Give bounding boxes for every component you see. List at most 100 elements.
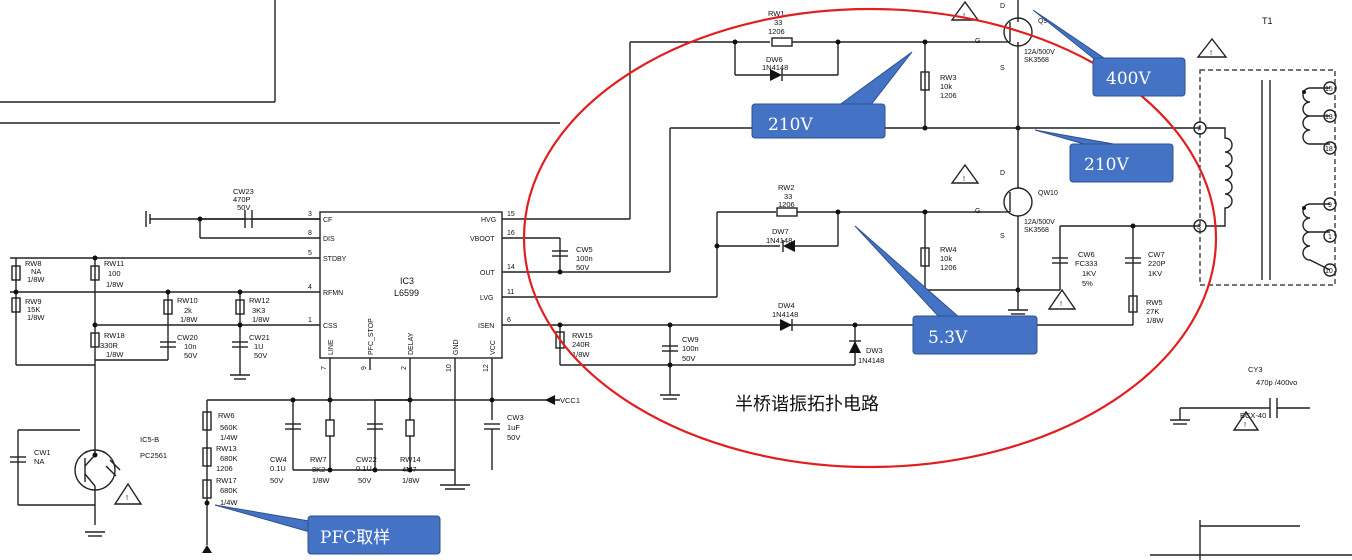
- cw20-voltage: 50V: [184, 351, 197, 360]
- pin-name: LVG: [480, 295, 494, 302]
- current-sense-network: RW15 240R 1/8W CW9 100n 50V DW4 1N4148 D…: [555, 301, 884, 400]
- callout-pfc: PFC取样: [214, 504, 441, 555]
- dw3-label: DW3: [866, 346, 883, 355]
- cw6-tolerance: 5%: [1082, 279, 1093, 288]
- rw8-value: NA: [31, 267, 41, 276]
- warning-icon: !: [1047, 288, 1077, 310]
- warning-mark: !: [126, 493, 128, 502]
- callout-210v-right: 210V: [1034, 129, 1174, 183]
- pin-name: VCC: [490, 340, 497, 355]
- ic3-l6599: IC3 L6599 3 CF 8 DIS 5 STDBY 4 RFMN 1 CS…: [10, 211, 717, 485]
- cw23-label: CW23: [233, 187, 254, 196]
- callout-210v-right-text: 210V: [1084, 155, 1129, 175]
- pin-name: DIS: [323, 236, 335, 243]
- callout-5v3-text: 5.3V: [928, 328, 968, 348]
- dw4-part: 1N4148: [772, 310, 798, 319]
- t1-pin: 7: [1197, 126, 1201, 133]
- pin-name: CSS: [323, 323, 338, 330]
- warning-icon: !: [1232, 410, 1260, 431]
- pin-num: 11: [507, 289, 514, 296]
- cy3-label: CY3: [1248, 365, 1263, 374]
- rw1-label: RW1: [768, 9, 785, 18]
- cw7-label: CW7: [1148, 250, 1165, 259]
- pin-name: HVG: [481, 217, 496, 224]
- cw3-label: CW3: [507, 413, 524, 422]
- highlight-ellipse: [522, 7, 1218, 469]
- rw1-package: 1206: [768, 27, 785, 36]
- cw23-voltage: 50V: [237, 203, 250, 212]
- rw3-package: 1206: [940, 91, 957, 100]
- callout-400v-text: 400V: [1106, 69, 1151, 89]
- ic-name: IC3: [400, 276, 414, 286]
- pin-num: 5: [308, 250, 312, 257]
- pin-num: 4: [308, 284, 312, 291]
- cw3-value: 1uF: [507, 423, 520, 432]
- vcc1-label: VCC1: [560, 396, 580, 405]
- warning-icon: !: [113, 482, 143, 505]
- circuit-caption: 半桥谐振拓扑电路: [735, 394, 879, 415]
- cw1-value: NA: [34, 457, 44, 466]
- q9-label: Q9: [1038, 18, 1047, 25]
- rw10-value: 2k: [184, 306, 192, 315]
- rw3-label: RW3: [940, 73, 957, 82]
- pfc-sample-chain: RW6 560K 1/4W RW13 680K 1206 RW17 680K 1…: [202, 399, 492, 553]
- rw5-value: 27K: [1146, 307, 1159, 316]
- pin-name: VBOOT: [470, 236, 495, 243]
- qw10-gate: G: [975, 208, 980, 215]
- rw12-label: RW12: [249, 296, 270, 305]
- cw4-value: 0.1U: [270, 464, 286, 473]
- t1-pin: 18: [1325, 146, 1333, 153]
- rw1-value: 33: [774, 18, 782, 27]
- cw20-value: 10n: [184, 342, 197, 351]
- cw6-voltage: 1KV: [1082, 269, 1096, 278]
- pin-name: CF: [323, 217, 332, 224]
- cw6-value: FC333: [1075, 259, 1098, 268]
- cw3-voltage: 50V: [507, 433, 520, 442]
- cy3-capacitor: CY3 470p /400vo BCX-40: [1170, 365, 1310, 425]
- qw10-drain: D: [1000, 170, 1005, 177]
- rw5-label: RW5: [1146, 298, 1163, 307]
- warning-mark: !: [963, 11, 965, 20]
- cw22-label: CW22: [356, 455, 377, 464]
- rw3-value: 10k: [940, 82, 952, 91]
- pin-num: 9: [361, 366, 368, 370]
- qw10-label: QW10: [1038, 190, 1058, 197]
- dw7-label: DW7: [772, 227, 789, 236]
- pin-name: PFC_STOP: [368, 318, 375, 355]
- ic5-label: IC5-B: [140, 435, 159, 444]
- pin-num: 8: [308, 230, 312, 237]
- rw17-value: 680K: [220, 486, 238, 495]
- rw8-power: 1/8W: [27, 275, 45, 284]
- pin-num: 6: [507, 317, 511, 324]
- pin-num: 16: [507, 230, 515, 237]
- rw2-package: 1206: [778, 200, 795, 209]
- warning-mark: !: [1210, 48, 1212, 57]
- pin-name: RFMN: [323, 290, 343, 297]
- t1-pin: 13: [1325, 114, 1333, 121]
- rw15-value: 240R: [572, 340, 591, 349]
- dw4-label: DW4: [778, 301, 795, 310]
- rw7-value: 8K2: [312, 465, 325, 474]
- rw13-label: RW13: [216, 444, 237, 453]
- optocoupler-ic5b: CW1 NA IC5-B PC2561: [10, 429, 167, 537]
- q9-drain: D: [1000, 3, 1005, 10]
- pin-name: GND: [453, 339, 460, 355]
- ic-part: L6599: [394, 288, 419, 298]
- left-resistor-network: RW8 NA 1/8W RW9 15K 1/8W RW11 100 1/8W R…: [11, 255, 270, 455]
- cw9-value: 100n: [682, 344, 699, 353]
- low-side-drive: RW2 33 1206 DW7 1N4148 RW4 10k 1206: [714, 183, 1018, 297]
- callout-210v-left: 210V: [751, 51, 913, 139]
- rw5-power: 1/8W: [1146, 316, 1164, 325]
- qw10-source: S: [1000, 233, 1005, 240]
- t1-pin: 9: [1328, 202, 1332, 209]
- warning-mark: !: [1060, 299, 1062, 308]
- rw6-label: RW6: [218, 411, 235, 420]
- cw9-voltage: 50V: [682, 354, 695, 363]
- cw5-capacitor: CW5 100n 50V: [552, 238, 593, 275]
- rw7-label: RW7: [310, 455, 327, 464]
- pin-num: 10: [446, 364, 453, 372]
- pin-num: 14: [507, 264, 515, 271]
- t1-pin: 10: [1325, 268, 1333, 275]
- pin-name: LINE: [328, 339, 335, 355]
